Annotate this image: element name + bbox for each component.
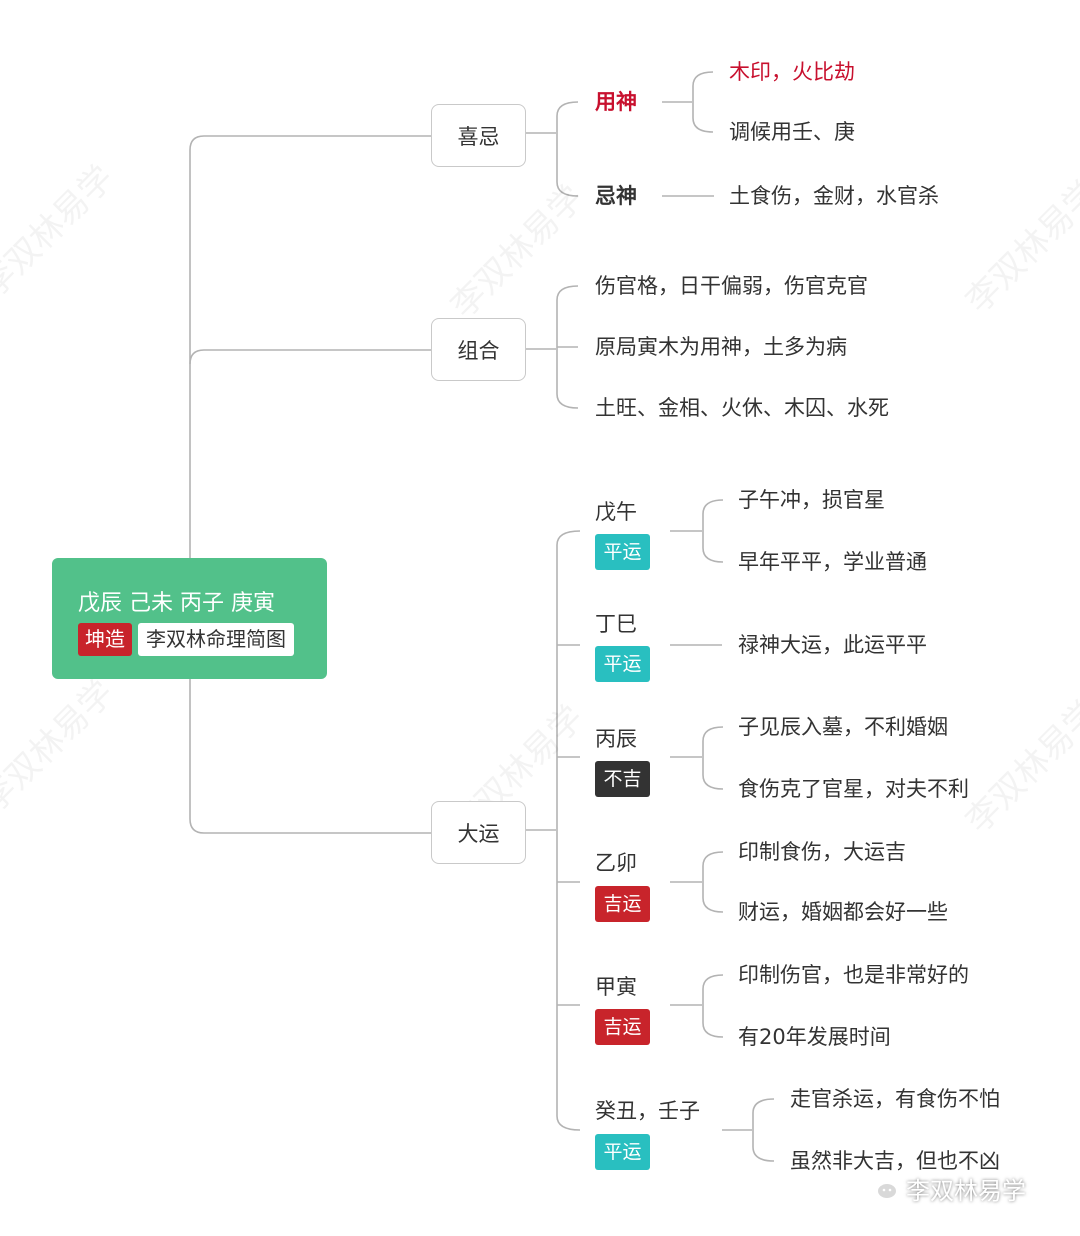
period-note[interactable]: 子见辰入墓，不利婚姻 (738, 715, 948, 739)
yongshen-item[interactable]: 木印，火比劫 (729, 60, 855, 84)
root-pillars: 戊辰 己未 丙子 庚寅 (78, 591, 275, 616)
brand-watermark: 李双林易学 (862, 1170, 1026, 1206)
yongshen-item[interactable]: 调候用壬、庚 (729, 120, 855, 144)
yongshen-fork-line (692, 71, 714, 133)
dayun-period-name[interactable]: 戊午 (595, 500, 637, 524)
period-note[interactable]: 有20年发展时间 (738, 1025, 891, 1049)
p4-fork-line (702, 851, 724, 913)
period-status-badge: 吉运 (595, 886, 650, 922)
dayun-period-name[interactable]: 丙辰 (595, 727, 637, 751)
dayun-period-name[interactable]: 乙卯 (595, 851, 637, 875)
period-note[interactable]: 财运，婚姻都会好一些 (738, 900, 948, 924)
period-note[interactable]: 禄神大运，此运平平 (738, 633, 927, 657)
wechat-icon (864, 1174, 898, 1202)
period-note[interactable]: 印制伤官，也是非常好的 (738, 963, 969, 987)
gender-tag: 坤造 (78, 623, 132, 656)
yongshen-label[interactable]: 用神 (595, 90, 637, 114)
dayun-period-name[interactable]: 丁巳 (595, 612, 637, 636)
period-note[interactable]: 早年平平，学业普通 (738, 550, 927, 574)
branch-dayun[interactable]: 大运 (431, 801, 526, 864)
dayun-fork-line (556, 530, 581, 1131)
root-title: 李双林命理简图 (138, 623, 294, 656)
period-note[interactable]: 虽然非大吉，但也不凶 (790, 1149, 1000, 1173)
zuhe-item[interactable]: 伤官格，日干偏弱，伤官克官 (595, 274, 868, 298)
jishen-label[interactable]: 忌神 (595, 184, 637, 208)
p6-fork-line (752, 1098, 775, 1162)
period-status-badge: 平运 (595, 1134, 650, 1170)
period-note[interactable]: 走官杀运，有食伤不怕 (790, 1087, 1000, 1111)
period-note[interactable]: 食伤克了官星，对夫不利 (738, 777, 969, 801)
branch-zuhe[interactable]: 组合 (431, 318, 526, 381)
period-note[interactable]: 子午冲，损官星 (738, 488, 885, 512)
dayun-period-name[interactable]: 癸丑，壬子 (595, 1099, 700, 1123)
p3-fork-line (702, 726, 724, 790)
xiji-fork-line (556, 101, 579, 197)
p1-fork-line (702, 499, 724, 563)
root-trunk-line (189, 135, 431, 558)
zuhe-item[interactable]: 原局寅木为用神，土多为病 (595, 335, 847, 359)
p5-fork-line (702, 974, 724, 1038)
root-node[interactable]: 戊辰 己未 丙子 庚寅 坤造 李双林命理简图 (52, 558, 327, 679)
period-status-badge: 平运 (595, 646, 650, 682)
root-to-zuhe-line (189, 349, 431, 365)
brand-name: 李双林易学 (906, 1176, 1026, 1205)
jishen-text[interactable]: 土食伤，金财，水官杀 (729, 184, 939, 208)
root-to-dayun-line (189, 679, 431, 834)
period-status-badge: 平运 (595, 534, 650, 570)
period-status-badge: 吉运 (595, 1009, 650, 1045)
period-note[interactable]: 印制食伤，大运吉 (738, 840, 906, 864)
period-status-badge: 不吉 (595, 761, 650, 797)
zuhe-item[interactable]: 土旺、金相、火休、木囚、水死 (595, 396, 889, 420)
branch-xiji[interactable]: 喜忌 (431, 104, 526, 167)
dayun-period-name[interactable]: 甲寅 (595, 975, 637, 999)
